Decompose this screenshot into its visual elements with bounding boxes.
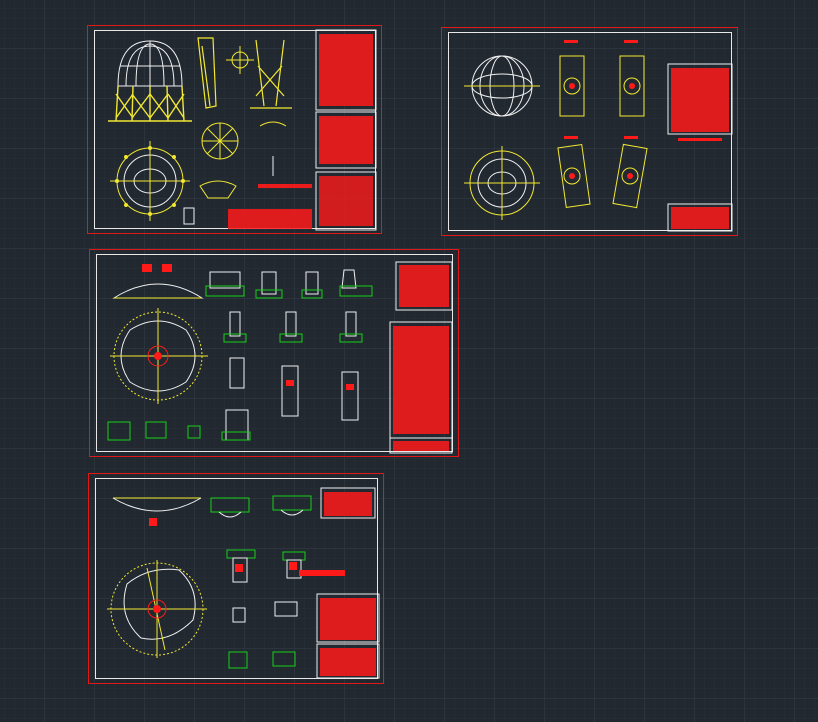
drawing-sheet-4[interactable] <box>88 473 384 684</box>
sheet-4-tables <box>299 487 380 679</box>
small-details <box>183 121 287 225</box>
support-leg-detail <box>197 37 292 109</box>
plan-dots <box>115 146 185 216</box>
sheet-1-drawing <box>108 29 377 231</box>
junction-detail <box>226 46 254 74</box>
sheet-3-marks <box>142 264 354 390</box>
polar-ring <box>201 122 239 160</box>
sheet-3-tables <box>389 261 453 454</box>
globe-plan <box>464 146 540 220</box>
drawing-sheet-1[interactable] <box>87 25 382 234</box>
top-head-elevation <box>112 283 204 299</box>
notes-table <box>228 29 377 231</box>
sheet-3-drawing <box>107 261 453 454</box>
bottom-head-elevation <box>112 497 202 512</box>
sheet-4-frame <box>95 478 378 679</box>
support-legs <box>108 85 192 122</box>
sheet-4-marks <box>149 518 297 613</box>
nozzle-details <box>107 269 373 441</box>
sheet-4-drawing <box>107 487 380 679</box>
globe-elevation <box>464 55 540 117</box>
drawing-sheet-3[interactable] <box>89 249 459 457</box>
segment-marks <box>564 40 638 179</box>
sheet-2-tables <box>667 63 733 232</box>
bottom-nozzle-details <box>210 495 312 669</box>
sphere-elevation <box>117 40 183 87</box>
sphere-plan <box>110 141 190 221</box>
sheet-2-drawing <box>464 40 733 232</box>
segment-details <box>557 55 648 209</box>
drawing-sheet-2[interactable] <box>441 27 738 236</box>
